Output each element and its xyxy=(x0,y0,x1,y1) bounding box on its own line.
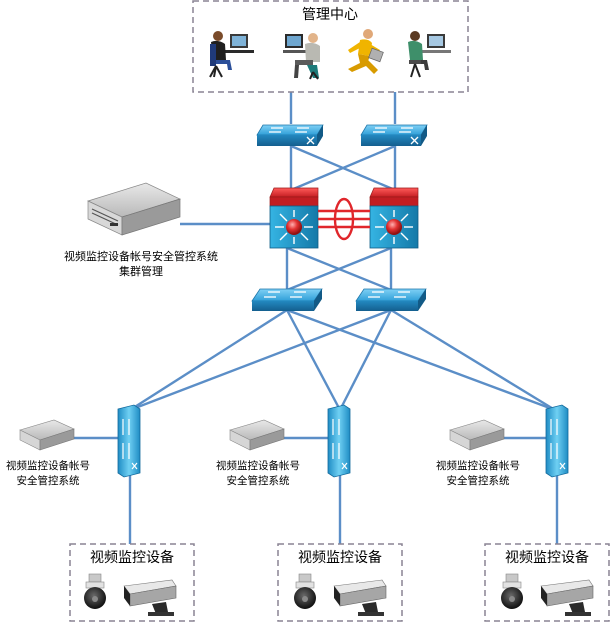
layer3-switch-icon xyxy=(269,187,319,249)
box-camera-icon xyxy=(333,579,387,616)
person-at-desk-icon xyxy=(408,31,451,78)
camera-group-title: 视频监控设备 xyxy=(505,549,589,566)
server-icon xyxy=(229,419,285,451)
link xyxy=(129,308,288,412)
dome-camera-icon xyxy=(84,573,106,609)
redundant-link xyxy=(318,197,370,241)
server-icon xyxy=(449,419,505,451)
site-system-label-line1: 视频监控设备帐号 xyxy=(216,459,300,472)
box-camera-icon xyxy=(540,579,594,616)
layer3-switch-icon xyxy=(369,187,419,249)
link xyxy=(285,309,342,411)
cluster-server-label-line1: 视频监控设备帐号安全管控系统 xyxy=(64,249,218,263)
running-businessman-icon xyxy=(348,29,384,74)
switch-icon xyxy=(355,288,427,311)
person-at-desk-icon xyxy=(209,31,254,78)
access-switch-icon xyxy=(117,404,141,478)
camera-group-box xyxy=(69,543,195,622)
dome-camera-icon xyxy=(294,573,316,609)
link xyxy=(338,309,393,411)
box-camera-icon xyxy=(123,579,177,616)
site-2: 视频监控设备帐号 安全管控系统 视频监控设备 xyxy=(216,404,403,622)
switch-icon xyxy=(251,288,323,311)
site-1: 视频监控设备帐号 安全管控系统 视频监控设备 xyxy=(6,404,195,622)
server-icon xyxy=(87,182,181,236)
cluster-server-label-line2: 集群管理 xyxy=(119,264,163,278)
management-center: 管理中心 xyxy=(192,0,469,93)
switch-icon xyxy=(360,124,428,146)
camera-group-title: 视频监控设备 xyxy=(90,549,174,566)
management-center-title: 管理中心 xyxy=(302,7,358,23)
link xyxy=(129,308,392,412)
cluster-server: 视频监控设备帐号安全管控系统 集群管理 xyxy=(64,182,218,278)
site-system-label-line1: 视频监控设备帐号 xyxy=(436,459,520,472)
site-system-label-line2: 安全管控系统 xyxy=(447,474,510,487)
site-system-label-line2: 安全管控系统 xyxy=(17,474,80,487)
server-icon xyxy=(19,419,75,451)
management-center-box xyxy=(192,0,469,93)
camera-group-title: 视频监控设备 xyxy=(298,549,382,566)
link xyxy=(286,308,556,412)
camera-group-box xyxy=(277,543,403,622)
site-3: 视频监控设备帐号 安全管控系统 视频监控设备 xyxy=(436,404,610,622)
link xyxy=(290,144,396,192)
link xyxy=(390,308,556,412)
link xyxy=(286,246,392,292)
switch-icon xyxy=(256,124,324,146)
network-links xyxy=(74,92,559,544)
camera-group-box xyxy=(484,543,610,622)
site-system-label-line1: 视频监控设备帐号 xyxy=(6,459,90,472)
dome-camera-icon xyxy=(501,573,523,609)
site-system-label-line2: 安全管控系统 xyxy=(227,474,290,487)
access-switch-icon xyxy=(545,404,569,478)
person-at-desk-icon xyxy=(283,33,320,80)
access-switch-icon xyxy=(327,404,351,478)
